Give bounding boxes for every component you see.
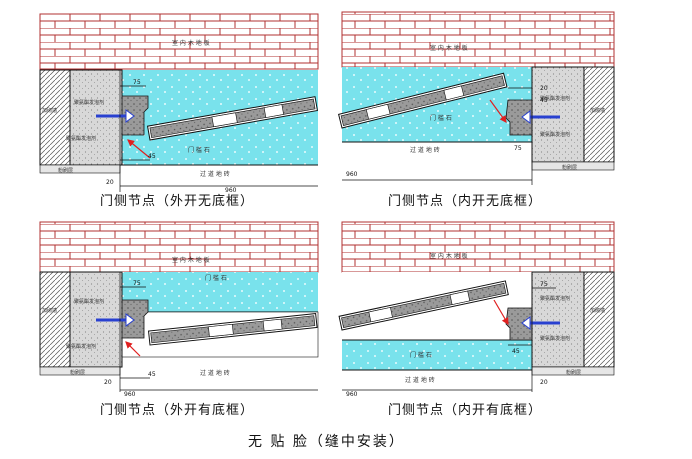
svg-text:门 槛 石: 门 槛 石 [410, 351, 432, 359]
svg-text:960: 960 [225, 187, 237, 194]
svg-text:75: 75 [540, 281, 548, 288]
svg-text:门 槛 石: 门 槛 石 [430, 114, 452, 122]
anchor-icon [96, 109, 135, 123]
pointer-arrow [125, 341, 141, 357]
concrete-block [531, 66, 585, 163]
svg-text:聚氨酯发泡剂: 聚氨酯发泡剂 [540, 335, 570, 342]
svg-text:20: 20 [540, 379, 548, 386]
svg-text:过 道 地 砖: 过 道 地 砖 [200, 170, 230, 178]
svg-text:75: 75 [133, 79, 141, 86]
svg-text:室 内 木 地 板: 室 内 木 地 板 [172, 256, 210, 264]
floor-fill-cyan [342, 340, 532, 370]
brick-wall [341, 221, 615, 273]
svg-text:聚氨酯发泡剂: 聚氨酯发泡剂 [540, 295, 570, 302]
svg-text:加砌墙: 加砌墙 [42, 307, 57, 314]
svg-text:加砌墙: 加砌墙 [590, 307, 605, 314]
wall-label: 室 内 木 地 板 [172, 39, 210, 47]
anchor-icon [521, 110, 560, 124]
door-leaf [338, 72, 508, 129]
brick-wall [341, 11, 615, 68]
svg-text:过 道 地 砖: 过 道 地 砖 [410, 146, 440, 154]
pointer-arrow [127, 139, 151, 159]
svg-text:75: 75 [133, 280, 141, 287]
page-title: 无 贴 脸（缝中安装） [248, 434, 405, 450]
svg-text:门 槛 石: 门 槛 石 [205, 274, 227, 282]
svg-text:聚氨酯发泡剂: 聚氨酯发泡剂 [74, 99, 104, 106]
door-leaf [146, 96, 318, 141]
panel-outward-with-frame: 室 内 木 地 板 门 槛 石 加砌墙 聚氨酯发泡剂 聚氨酯发泡剂 过 道 地 … [39, 221, 319, 418]
svg-text:粉刷层: 粉刷层 [562, 164, 577, 171]
anchor-icon [96, 313, 135, 327]
side-wall [583, 66, 615, 163]
svg-text:960: 960 [124, 391, 136, 398]
panel-inward-no-frame: 室 内 木 地 板 加砌墙 聚氨酯发泡剂 聚氨酯发泡剂 门 槛 石 过 道 地 … [338, 11, 615, 209]
svg-text:室 内 木 地 板: 室 内 木 地 板 [430, 252, 468, 260]
panel-caption: 门侧节点（外开无底框） [100, 193, 254, 209]
svg-text:室 内 木 地 板: 室 内 木 地 板 [430, 44, 468, 52]
panel-caption: 门侧节点（内开有底框） [388, 402, 542, 418]
svg-text:45: 45 [148, 371, 156, 378]
svg-text:45: 45 [540, 97, 548, 104]
svg-text:粉刷层: 粉刷层 [70, 369, 85, 376]
door-jamb [121, 299, 149, 339]
svg-text:75: 75 [514, 145, 522, 152]
svg-text:过 道 地 砖: 过 道 地 砖 [405, 376, 435, 384]
panel-outward-no-frame: 室 内 木 地 板 加砌墙 聚氨酯发泡剂 聚氨酯发泡剂 门 槛 石 过 道 地 … [39, 13, 319, 209]
side-wall [39, 69, 71, 166]
svg-text:20: 20 [106, 179, 114, 186]
brick-wall [39, 221, 319, 273]
anchor-icon [521, 316, 560, 330]
door-leaf [147, 312, 318, 346]
floor-fill [120, 272, 318, 312]
svg-text:粉刷层: 粉刷层 [566, 369, 581, 376]
svg-text:聚氨酯发泡剂: 聚氨酯发泡剂 [74, 298, 104, 305]
door-leaf [338, 280, 509, 331]
svg-text:加砌墙: 加砌墙 [590, 107, 605, 114]
svg-text:门 槛 石: 门 槛 石 [188, 146, 210, 154]
svg-text:20: 20 [540, 85, 548, 92]
svg-text:45: 45 [512, 348, 520, 355]
side-wall [583, 271, 615, 368]
svg-text:45: 45 [148, 153, 156, 160]
svg-text:加砌墙: 加砌墙 [42, 107, 57, 114]
pointer-arrow [489, 99, 507, 123]
svg-text:聚氨酯发泡剂: 聚氨酯发泡剂 [540, 95, 570, 102]
svg-text:过 道 地 砖: 过 道 地 砖 [200, 369, 230, 377]
svg-text:20: 20 [104, 379, 112, 386]
svg-text:聚氨酯发泡剂: 聚氨酯发泡剂 [66, 135, 96, 142]
svg-text:粉刷层: 粉刷层 [58, 167, 73, 174]
svg-text:聚氨酯发泡剂: 聚氨酯发泡剂 [66, 343, 96, 350]
base-strip [39, 164, 121, 174]
panel-caption: 门侧节点（外开有底框） [100, 402, 254, 418]
svg-text:960: 960 [346, 391, 358, 398]
svg-text:聚氨酯发泡剂: 聚氨酯发泡剂 [540, 131, 570, 138]
pointer-arrow [493, 299, 509, 326]
door-jamb [121, 95, 149, 136]
side-wall [39, 271, 71, 368]
svg-text:960: 960 [346, 171, 358, 178]
panel-inward-with-frame: 室 内 木 地 板 加砌墙 聚氨酯发泡剂 聚氨酯发泡剂 门 槛 石 过 道 地 … [338, 221, 615, 418]
brick-wall [39, 13, 319, 70]
panel-caption: 门侧节点（内开无底框） [388, 193, 542, 209]
